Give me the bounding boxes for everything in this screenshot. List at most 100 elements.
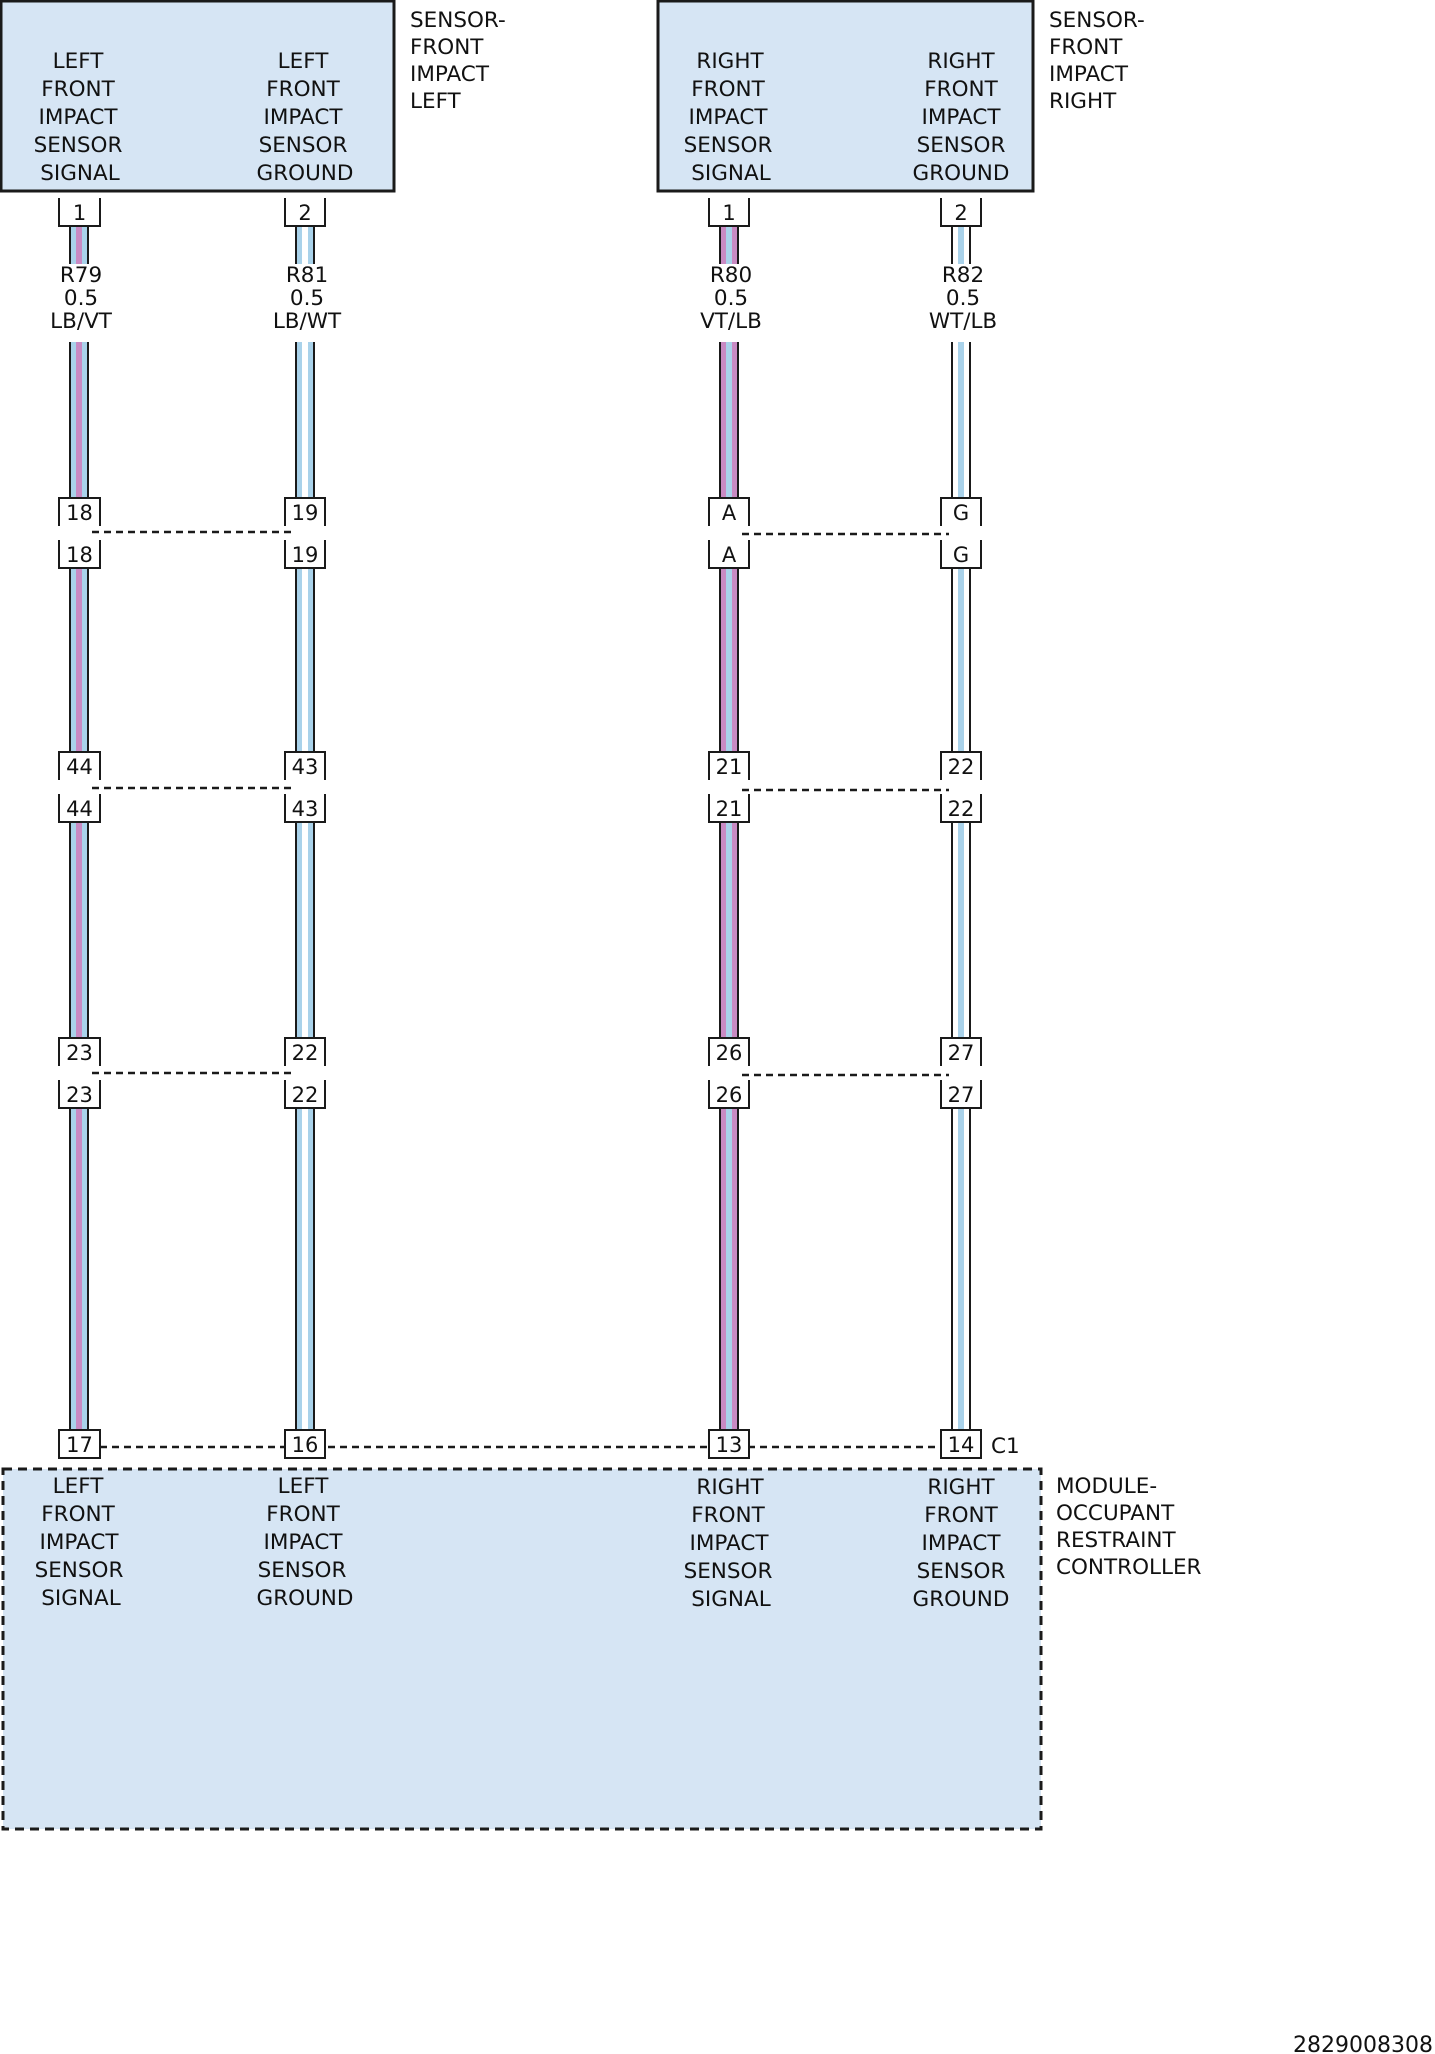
sensor-left-name-line-2: FRONT <box>410 35 484 60</box>
connector-pin-18: 18 <box>58 540 101 569</box>
pin-number: 14 <box>948 1433 975 1457</box>
wire-r81-segment <box>295 1108 315 1430</box>
wire-r80-segment <box>719 822 739 1038</box>
connector-pin-13: 13 <box>708 1429 750 1459</box>
pin-number: 13 <box>716 1433 743 1457</box>
pin-number: 22 <box>292 1083 319 1107</box>
pin-number: 21 <box>716 755 743 779</box>
connector-pin-g: G <box>940 497 982 526</box>
connector-pin-16: 16 <box>284 1429 326 1459</box>
pin-number: G <box>953 543 969 567</box>
circuit-r81-label: R81 <box>286 263 328 288</box>
pin-number: 1 <box>722 201 735 225</box>
sensor-left-ground-label-3: IMPACT <box>264 105 344 130</box>
pin-number: 2 <box>298 201 311 225</box>
circuit-r79-label: R79 <box>60 263 102 288</box>
pin-number: 1 <box>73 201 86 225</box>
sensor-left-ground-label-2: FRONT <box>266 77 340 102</box>
sensor-left-signal-label-1: LEFT <box>53 49 105 74</box>
pin-number: 21 <box>716 797 743 821</box>
pin-number: 44 <box>66 797 93 821</box>
wire-layer <box>69 226 971 1430</box>
wire-r80-segment <box>719 1108 739 1430</box>
sensor-left-name-line-1: SENSOR- <box>410 8 506 33</box>
wire-r80-segment <box>719 226 739 264</box>
wire-r82-segment <box>951 568 971 752</box>
module-pin-17-label-5: SIGNAL <box>41 1586 120 1611</box>
sensor-left-signal-label-5: SIGNAL <box>40 161 119 186</box>
sensor-right-signal-label-3: IMPACT <box>689 105 769 130</box>
pin-number: 43 <box>292 755 319 779</box>
pin-number: 18 <box>66 501 93 525</box>
pin-number: 19 <box>292 501 319 525</box>
connector-pin-22: 22 <box>940 794 982 823</box>
sensor-right-ground-label-1: RIGHT <box>927 49 995 74</box>
connector-pin-a: A <box>708 540 750 569</box>
module-connector-label: C1 <box>991 1434 1020 1459</box>
connector-pin-19: 19 <box>284 540 326 569</box>
pin-number: 44 <box>66 755 93 779</box>
sensor-right-signal-label-1: RIGHT <box>696 49 764 74</box>
wire-r82-segment <box>951 1108 971 1430</box>
pin-layer: 1181844442323172191943432222161AA2121262… <box>58 198 982 1459</box>
connector-join-layer <box>92 530 949 1449</box>
module-pin-16-label-4: SENSOR <box>258 1558 347 1583</box>
module-pin-13-label-4: SENSOR <box>684 1559 773 1584</box>
sensor-right-name-line-1: SENSOR- <box>1049 8 1145 33</box>
figure-code: 2829008308 <box>1293 2033 1433 2054</box>
connector-pin-27: 27 <box>940 1080 982 1109</box>
module-pin-14-label-4: SENSOR <box>917 1559 1006 1584</box>
connector-pin-2: 2 <box>284 198 326 227</box>
module-pin-14-label-1: RIGHT <box>927 1475 995 1500</box>
circuit-r82-label: R82 <box>942 263 984 288</box>
wire-r80-segment <box>719 568 739 752</box>
connector-pin-44: 44 <box>58 794 101 823</box>
pin-number: 17 <box>66 1433 93 1457</box>
module-pin-14-label-5: GROUND <box>913 1587 1010 1612</box>
connector-pin-43: 43 <box>284 794 326 823</box>
module-name-line-3: RESTRAINT <box>1056 1528 1177 1553</box>
pin-number: 27 <box>948 1083 975 1107</box>
circuit-r80-label: VT/LB <box>700 309 762 334</box>
module-pin-17-label-1: LEFT <box>53 1474 105 1499</box>
sensor-right-signal-label-2: FRONT <box>691 77 765 102</box>
sensor-left-ground-label-5: GROUND <box>257 161 354 186</box>
module-pin-16-label-2: FRONT <box>266 1502 340 1527</box>
wire-r81-segment <box>295 822 315 1038</box>
module-pin-17-label-2: FRONT <box>41 1502 115 1527</box>
sensor-left-ground-label-1: LEFT <box>278 49 330 74</box>
wire-r82-segment <box>951 822 971 1038</box>
circuit-r82-label: 0.5 <box>946 286 980 311</box>
sensor-right-signal-label-5: SIGNAL <box>691 161 770 186</box>
circuit-r81-label: 0.5 <box>290 286 324 311</box>
connector-pin-17: 17 <box>58 1429 101 1459</box>
module-occupant-restraint-controller-body <box>1 1467 1043 1831</box>
sensor-right-ground-label-2: FRONT <box>924 77 998 102</box>
sensor-left-signal-label-4: SENSOR <box>34 133 123 158</box>
connector-pin-14: 14 <box>940 1429 982 1459</box>
connector-pin-21: 21 <box>708 751 750 780</box>
module-pin-13-label-3: IMPACT <box>690 1531 770 1556</box>
sensor-left-name-line-3: IMPACT <box>410 62 490 87</box>
sensor-front-impact-left-body <box>0 0 396 193</box>
module-pin-17-label-4: SENSOR <box>35 1558 124 1583</box>
module-pin-17-label-3: IMPACT <box>40 1530 120 1555</box>
connector-pin-27: 27 <box>940 1037 982 1066</box>
connector-pin-1: 1 <box>58 198 101 227</box>
sensor-right-name-line-2: FRONT <box>1049 35 1123 60</box>
connector-pin-23: 23 <box>58 1037 101 1066</box>
connector-pin-18: 18 <box>58 497 101 526</box>
pin-number: 2 <box>954 201 967 225</box>
circuit-label-layer: R790.5LB/VTR810.5LB/WTR800.5VT/LBR820.5W… <box>50 263 997 334</box>
pin-number: 19 <box>292 543 319 567</box>
pin-number: 26 <box>716 1083 743 1107</box>
wire-r82-segment <box>951 226 971 264</box>
circuit-r79-label: 0.5 <box>64 286 98 311</box>
pin-number: 23 <box>66 1041 93 1065</box>
sensor-left-signal-label-3: IMPACT <box>39 105 119 130</box>
pin-number: 18 <box>66 543 93 567</box>
pin-number: 22 <box>948 797 975 821</box>
module-pin-13-label-5: SIGNAL <box>691 1587 770 1612</box>
pin-number: G <box>953 501 969 525</box>
